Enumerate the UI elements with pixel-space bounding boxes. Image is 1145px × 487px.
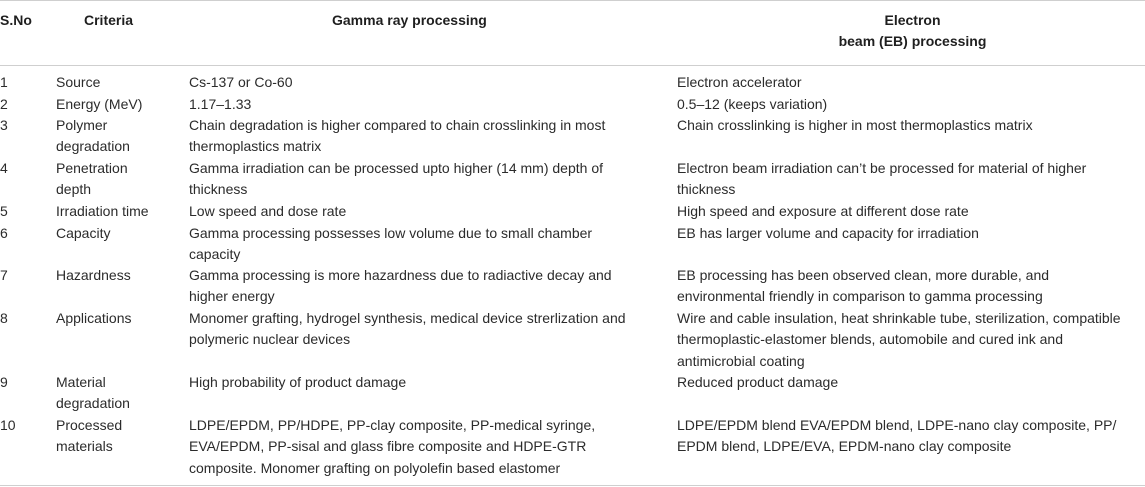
cell-eb-line: environmental friendly in comparison to …: [677, 288, 1043, 305]
cell-criteria: Penetration depth: [56, 158, 128, 201]
header-eb: Electron beam (EB) processing: [680, 10, 1145, 53]
cell-gamma-line: thickness: [189, 181, 248, 198]
cell-gamma-line: composite. Monomer grafting on polyolefi…: [189, 459, 561, 476]
cell-gamma: Monomer grafting, hydrogel synthesis, me…: [189, 308, 626, 351]
cell-sno: 8: [0, 310, 8, 326]
cell-eb-line: 0.5–12 (keeps variation): [677, 96, 828, 112]
cell-gamma-line: higher energy: [189, 288, 275, 305]
cell-sno: 1: [0, 74, 8, 90]
cell-criteria-line: Processed: [56, 417, 123, 433]
cell-eb: Reduced product damage: [677, 372, 838, 393]
cell-criteria-line: materials: [56, 438, 113, 455]
cell-eb-line: antimicrobial coating: [677, 352, 805, 369]
cell-criteria-line: Capacity: [56, 225, 111, 241]
cell-criteria: Energy (MeV): [56, 94, 142, 115]
cell-criteria-line: Energy (MeV): [56, 96, 143, 112]
cell-sno: 4: [0, 160, 8, 176]
cell-eb-line: thickness: [677, 181, 736, 198]
cell-eb: High speed and exposure at different dos…: [677, 201, 969, 222]
cell-criteria: Applications: [56, 308, 132, 329]
cell-gamma-line: Gamma processing is more hazardness due …: [189, 267, 612, 283]
cell-criteria-line: Polymer: [56, 117, 108, 133]
cell-eb: Electron beam irradiation can’t be proce…: [677, 158, 1086, 201]
table-header: S.No Criteria Gamma ray processing Elect…: [0, 0, 1145, 66]
cell-criteria-line: depth: [56, 181, 92, 198]
header-criteria: Criteria: [84, 12, 134, 28]
bottom-rule: [0, 485, 1145, 486]
cell-gamma: LDPE/EPDM, PP/HDPE, PP-clay composite, P…: [189, 415, 595, 479]
cell-gamma-line: 1.17–1.33: [189, 96, 252, 112]
cell-gamma-line: polymeric nuclear devices: [189, 331, 351, 348]
cell-criteria-line: Material: [56, 374, 106, 390]
cell-gamma-line: High probability of product damage: [189, 374, 407, 390]
cell-gamma: Cs-137 or Co-60: [189, 72, 293, 93]
cell-gamma-line: thermoplastics matrix: [189, 138, 322, 155]
cell-eb-line: Wire and cable insulation, heat shrinkab…: [677, 310, 1121, 326]
cell-sno: 10: [0, 417, 16, 433]
cell-sno: 3: [0, 117, 8, 133]
cell-eb: EB processing has been observed clean, m…: [677, 265, 1049, 308]
cell-gamma: 1.17–1.33: [189, 94, 251, 115]
cell-eb-line: Chain crosslinking is higher in most the…: [677, 117, 1033, 133]
cell-criteria: Irradiation time: [56, 201, 149, 222]
cell-eb-line: Reduced product damage: [677, 374, 839, 390]
cell-gamma: Gamma irradiation can be processed upto …: [189, 158, 603, 201]
cell-eb-line: EB has larger volume and capacity for ir…: [677, 225, 979, 241]
cell-eb: 0.5–12 (keeps variation): [677, 94, 827, 115]
cell-criteria: Capacity: [56, 223, 110, 244]
header-eb-line1: Electron: [884, 12, 941, 28]
cell-criteria: Hazardness: [56, 265, 131, 286]
cell-eb-line: thermoplastic-elastomer blends, automobi…: [677, 331, 1063, 348]
cell-sno: 5: [0, 203, 8, 219]
header-sno: S.No: [0, 12, 32, 28]
cell-sno: 9: [0, 374, 8, 390]
cell-gamma: Gamma processing is more hazardness due …: [189, 265, 612, 308]
cell-gamma: Low speed and dose rate: [189, 201, 346, 222]
cell-sno: 2: [0, 96, 8, 112]
cell-sno: 6: [0, 225, 8, 241]
cell-gamma: Chain degradation is higher compared to …: [189, 115, 605, 158]
cell-gamma-line: Gamma irradiation can be processed upto …: [189, 160, 603, 176]
cell-eb-line: LDPE/EPDM blend EVA/EPDM blend, LDPE-nan…: [677, 417, 1117, 433]
cell-criteria: Polymer degradation: [56, 115, 130, 158]
cell-criteria-line: Penetration: [56, 160, 128, 176]
cell-criteria: Processed materials: [56, 415, 122, 458]
cell-gamma-line: LDPE/EPDM, PP/HDPE, PP-clay composite, P…: [189, 417, 596, 433]
cell-criteria-line: degradation: [56, 395, 130, 412]
cell-criteria: Material degradation: [56, 372, 130, 415]
cell-gamma-line: Low speed and dose rate: [189, 203, 347, 219]
cell-sno: 7: [0, 267, 8, 283]
cell-eb-line: EPDM blend, LDPE/EVA, EPDM-nano clay com…: [677, 438, 1012, 455]
cell-criteria: Source: [56, 72, 100, 93]
cell-eb: EB has larger volume and capacity for ir…: [677, 223, 979, 244]
cell-gamma-line: Chain degradation is higher compared to …: [189, 117, 606, 133]
cell-eb-line: Electron accelerator: [677, 74, 802, 90]
cell-gamma: Gamma processing possesses low volume du…: [189, 223, 592, 266]
cell-criteria-line: degradation: [56, 138, 130, 155]
cell-criteria-line: Applications: [56, 310, 132, 326]
cell-criteria-line: Hazardness: [56, 267, 131, 283]
header-gamma: Gamma ray processing: [332, 12, 487, 28]
cell-eb: LDPE/EPDM blend EVA/EPDM blend, LDPE-nan…: [677, 415, 1116, 458]
cell-gamma-line: Monomer grafting, hydrogel synthesis, me…: [189, 310, 626, 326]
cell-eb: Wire and cable insulation, heat shrinkab…: [677, 308, 1121, 372]
header-eb-line2: beam (EB) processing: [838, 33, 987, 50]
cell-criteria-line: Source: [56, 74, 101, 90]
cell-eb: Electron accelerator: [677, 72, 802, 93]
cell-gamma-line: Cs-137 or Co-60: [189, 74, 293, 90]
cell-gamma-line: capacity: [189, 246, 241, 263]
cell-eb-line: High speed and exposure at different dos…: [677, 203, 969, 219]
cell-eb: Chain crosslinking is higher in most the…: [677, 115, 1033, 136]
cell-eb-line: EB processing has been observed clean, m…: [677, 267, 1050, 283]
cell-eb-line: Electron beam irradiation can’t be proce…: [677, 160, 1087, 176]
cell-gamma: High probability of product damage: [189, 372, 406, 393]
cell-criteria-line: Irradiation time: [56, 203, 149, 219]
cell-gamma-line: EVA/EPDM, PP-sisal and glass fibre compo…: [189, 438, 587, 455]
cell-gamma-line: Gamma processing possesses low volume du…: [189, 225, 593, 241]
